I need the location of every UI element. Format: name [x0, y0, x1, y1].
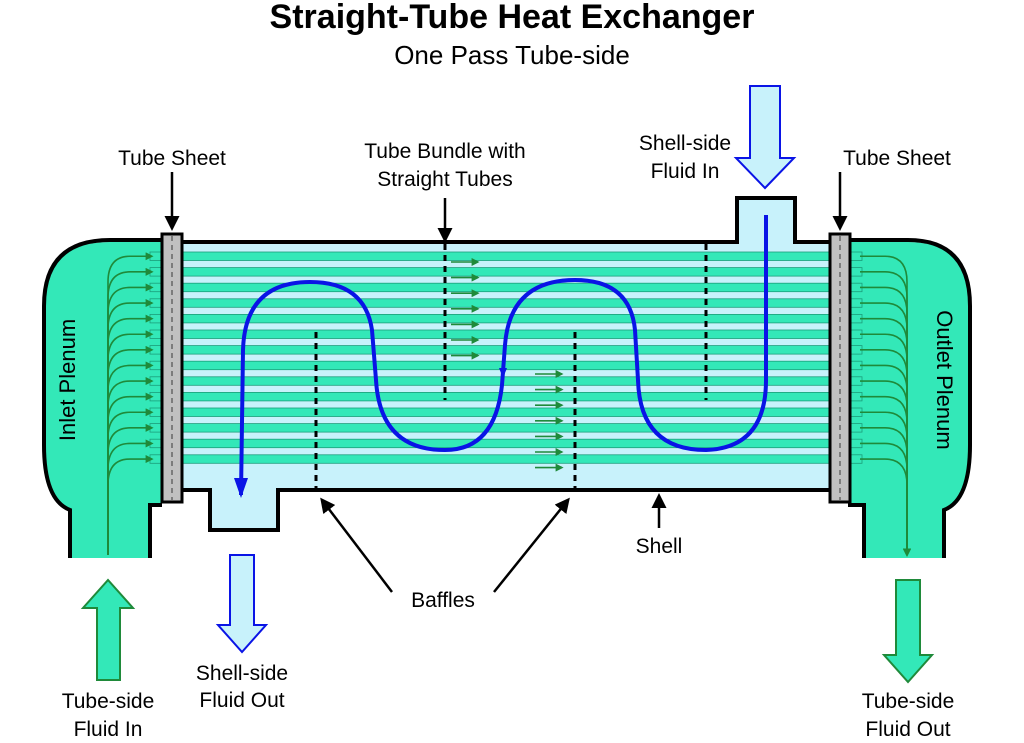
- shell-side-outlet-nozzle: [210, 488, 278, 530]
- tube-inlet-flow-arrow: [107, 314, 154, 555]
- tube: [149, 391, 863, 402]
- page-title: Straight-Tube Heat Exchanger: [270, 0, 755, 36]
- tube: [149, 313, 863, 324]
- inlet-plenum: [44, 242, 162, 558]
- tube-outlet-flow-arrow: [860, 427, 911, 557]
- tube-inlet-flow-arrow: [107, 330, 154, 555]
- tube-inlet-flow-arrow: [107, 267, 154, 555]
- tube-outlet-flow-arrow: [860, 302, 911, 557]
- tube-bundle-label: Tube Bundle with: [364, 140, 526, 163]
- tube-outlet-flow-arrow: [860, 380, 911, 557]
- tube-outlet-flow-arrow: [860, 411, 911, 557]
- tube: [149, 407, 863, 417]
- tube-inlet-flow-arrow: [107, 345, 154, 555]
- tube-side-flow-arrows: [107, 252, 911, 557]
- tube-sheet-left-label: Tube Sheet: [118, 147, 226, 170]
- tube-side-in-label: Fluid In: [74, 718, 143, 741]
- page-subtitle: One Pass Tube-side: [394, 40, 630, 70]
- tube: [149, 282, 863, 293]
- tube-inlet-flow-arrow: [107, 252, 154, 555]
- shell-side-out-arrow: [215, 554, 269, 654]
- tube: [149, 267, 863, 277]
- tube-side-out-label: Tube-side: [862, 690, 955, 713]
- shell-label: Shell: [636, 535, 683, 558]
- outlet-plenum-label: Outlet Plenum: [932, 310, 957, 449]
- flow-direction-arrowhead: [234, 478, 248, 498]
- shell-side-in-label: Fluid In: [651, 160, 720, 183]
- tube-bundle-label: Straight Tubes: [377, 168, 512, 191]
- tube-inlet-flow-arrow: [107, 455, 154, 555]
- tube-outlet-flow-arrow: [860, 333, 911, 557]
- tube-side-in-label: Tube-side: [62, 690, 155, 713]
- shell-side-in-label: Shell-side: [639, 132, 731, 155]
- baffles: [314, 244, 708, 488]
- baffles-label: Baffles: [411, 589, 475, 612]
- tube-outlet-flow-arrow: [860, 349, 911, 557]
- tube-inlet-flow-arrow: [107, 361, 154, 555]
- tube-outlet-flow-arrow: [860, 395, 911, 557]
- tube: [149, 454, 863, 464]
- baffle-leader-right: [493, 497, 570, 593]
- shell-side-out-label: Shell-side: [196, 662, 288, 685]
- tube-sheet-left: [160, 232, 184, 504]
- shell-side-out-label: Fluid Out: [199, 689, 284, 712]
- tube-side-out-label: Fluid Out: [865, 718, 950, 741]
- tube-outlet-flow-arrow: [860, 255, 911, 557]
- tube-inlet-flow-arrow: [107, 392, 154, 555]
- tube-inlet-flow-arrow: [107, 299, 154, 555]
- shell-side-in-arrow: [733, 85, 797, 190]
- shell-side-flow-arrows: [451, 258, 564, 472]
- tube-inlet-flow-arrow: [107, 377, 154, 555]
- tube: [149, 251, 863, 261]
- tube-sheet-right-label: Tube Sheet: [843, 147, 951, 170]
- tube-side-out-arrow: [881, 579, 935, 684]
- tube: [149, 438, 863, 449]
- tube-outlet-flow-arrow: [860, 442, 911, 557]
- tube-outlet-flow-arrow: [860, 271, 911, 557]
- tube-inlet-flow-arrow: [107, 408, 154, 555]
- tube-inlet-flow-arrow: [107, 283, 154, 555]
- tube-outlet-flow-arrow: [860, 286, 911, 557]
- tube: [149, 376, 863, 386]
- tube-outlet-flow-arrow: [860, 364, 911, 557]
- inlet-plenum-label: Inlet Plenum: [55, 319, 80, 441]
- flow-direction-arrowhead: [499, 368, 507, 378]
- tube-side-in-arrow: [80, 578, 136, 681]
- baffle-leader-left: [320, 497, 393, 593]
- tube-outlet-flow-arrow: [860, 317, 911, 557]
- tube-outlet-flow-arrow: [860, 458, 911, 557]
- tube-sheet-right: [828, 232, 852, 504]
- outlet-plenum: [848, 242, 970, 558]
- shell-side-flow-path: [239, 215, 768, 496]
- tube-inlet-flow-arrow: [107, 423, 154, 555]
- tube-inlet-flow-arrow: [107, 439, 154, 555]
